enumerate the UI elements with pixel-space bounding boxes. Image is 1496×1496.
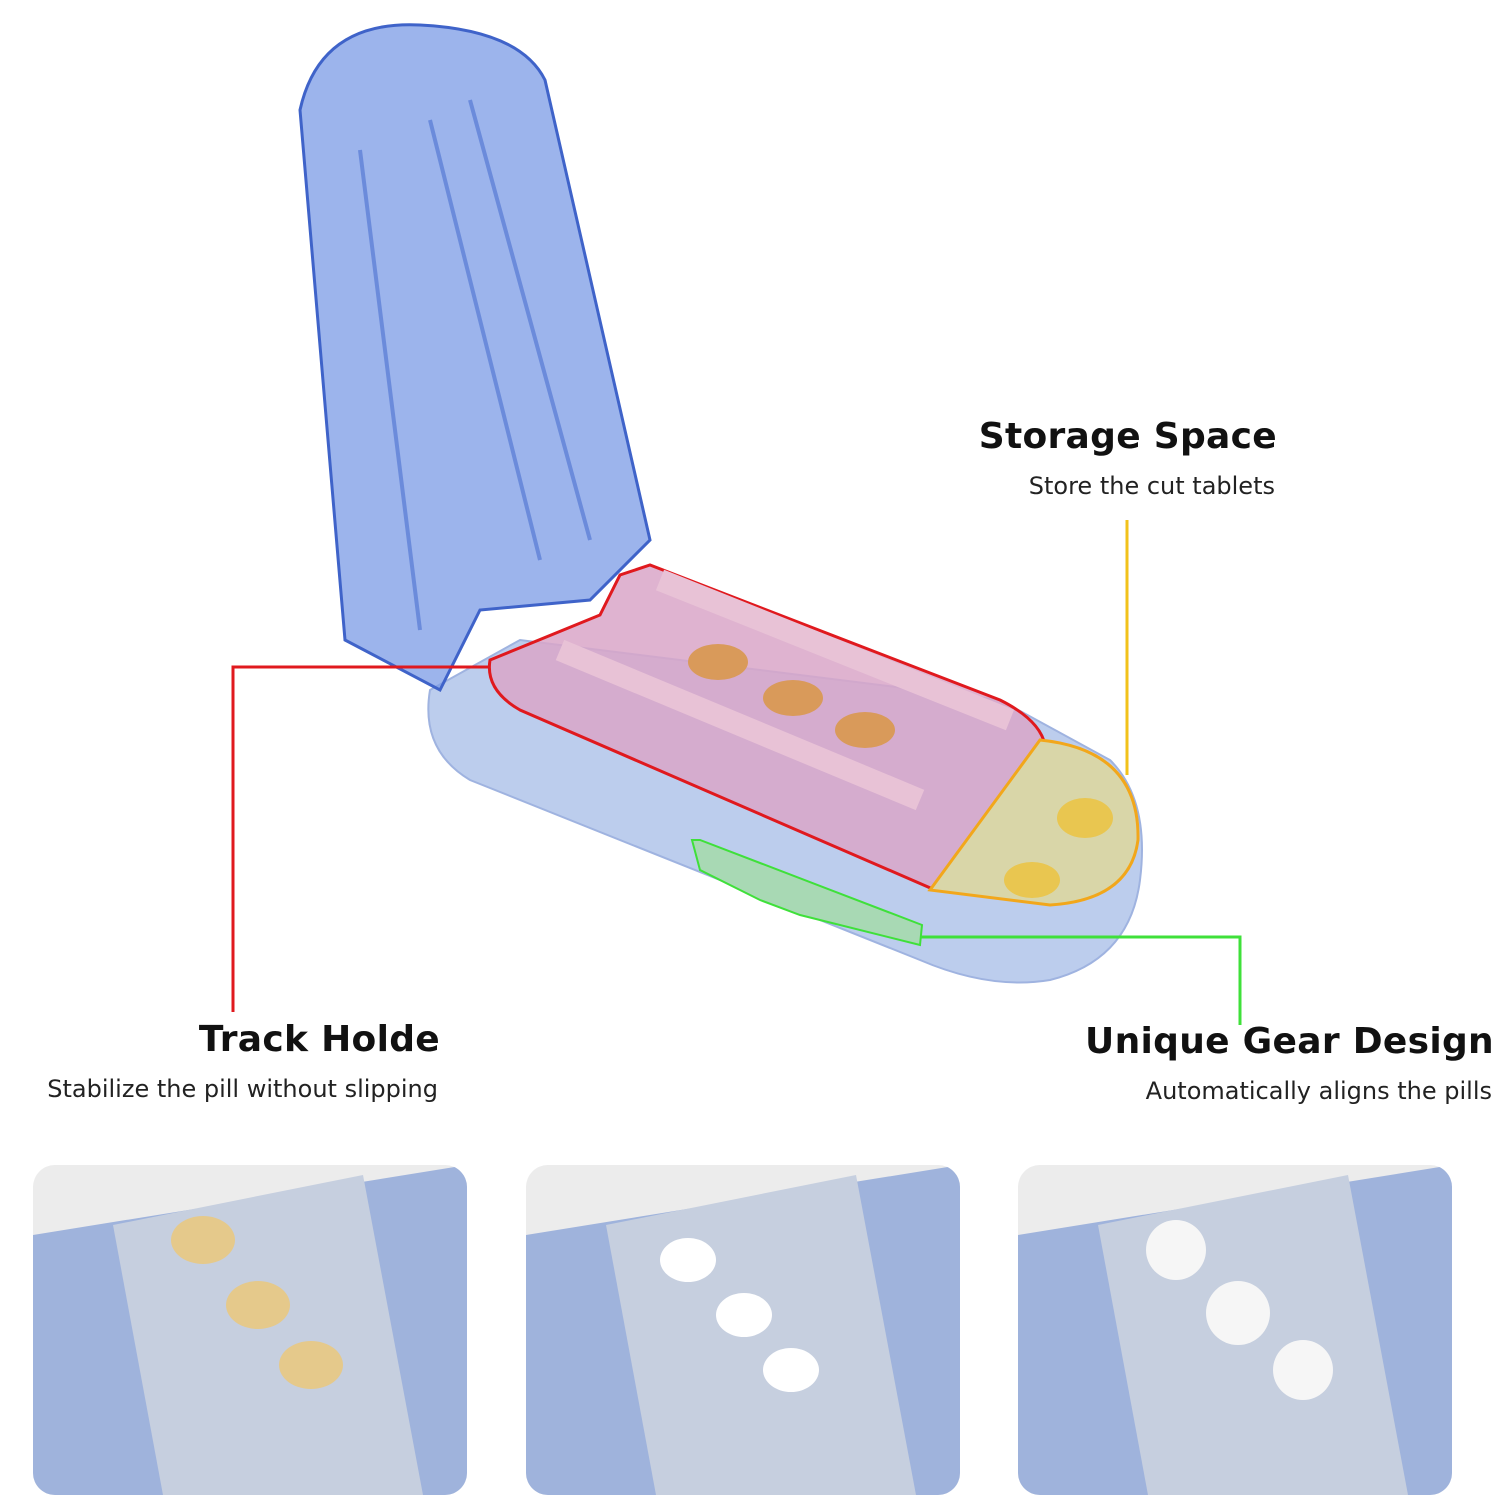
storage-space-subtitle: Store the cut tablets [1028,472,1275,500]
storage-space [927,738,1140,907]
pill [763,1348,819,1392]
pill [171,1216,235,1264]
storage-space-title: Storage Space [978,416,1277,457]
pill [716,1293,772,1337]
gear [690,839,924,947]
pill [763,680,823,716]
track-rails [555,569,1015,811]
thumbnail-white-capsules [526,1165,960,1495]
pill [660,1238,716,1282]
gear-design-subtitle: Automatically aligns the pills [1145,1077,1492,1105]
cutter-lid [298,23,652,693]
pill [1273,1340,1333,1400]
pill [226,1281,290,1329]
track-callout-line [231,665,490,1012]
pill [688,644,748,680]
pill [279,1341,343,1389]
pill [1206,1281,1270,1345]
track-holder-subtitle: Stabilize the pill without slipping [47,1075,438,1103]
tablet [1057,798,1113,838]
thumbnail-white-round-pills [1018,1165,1452,1495]
pill [835,712,895,748]
tablet [1004,862,1060,898]
product-illustration [231,23,1242,1025]
thumbnail-yellow-pills [33,1165,467,1495]
gear-callout-line [920,935,1242,1025]
pill [1146,1220,1206,1280]
lid-ribs [358,99,592,631]
track-holder-title: Track Holde [198,1019,440,1060]
gear-design-title: Unique Gear Design [1085,1021,1494,1062]
